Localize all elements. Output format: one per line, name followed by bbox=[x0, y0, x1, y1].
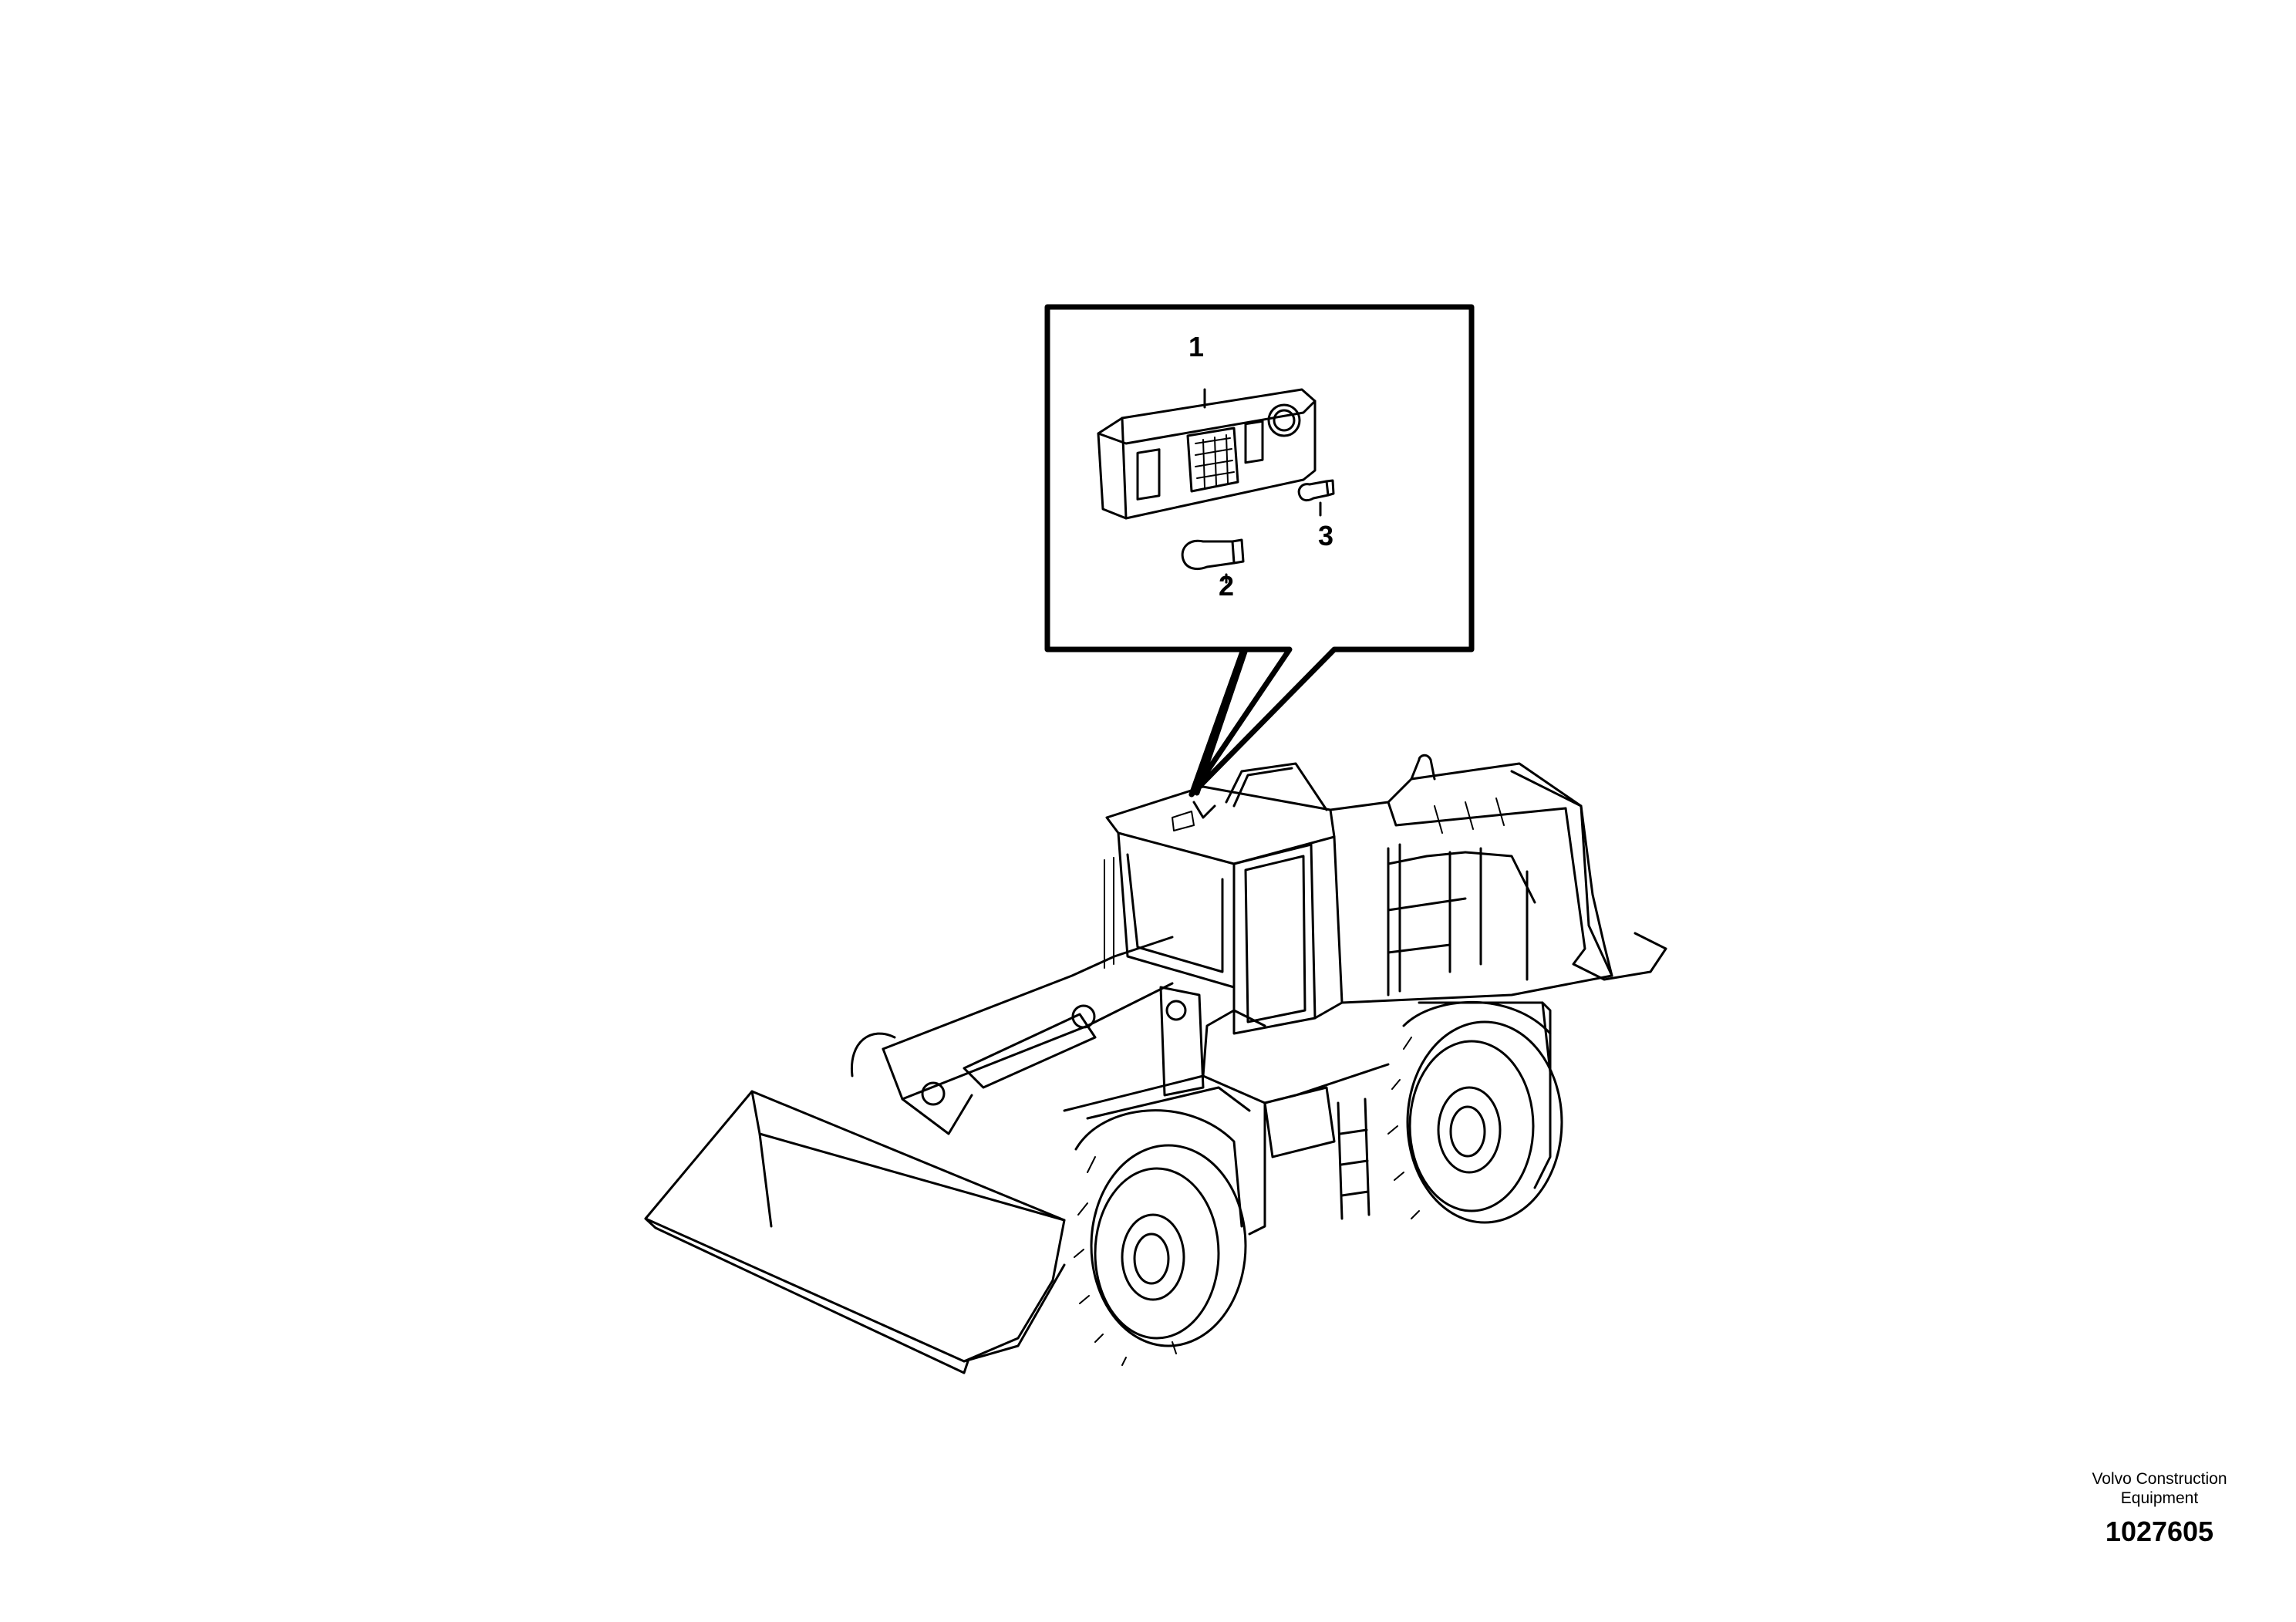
company-name-line2: Equipment bbox=[2120, 1489, 2199, 1507]
bulb-large-drawing bbox=[1181, 538, 1245, 584]
wheel-loader-drawing bbox=[644, 754, 1667, 1374]
company-name-line1: Volvo Construction bbox=[2092, 1470, 2227, 1488]
bulb-small-drawing bbox=[1297, 479, 1335, 517]
figure-number: 1027605 bbox=[2105, 1516, 2214, 1547]
brand-block: Volvo Construction Equipment 1027605 bbox=[2021, 1469, 2296, 1548]
detail-callout-box bbox=[1044, 304, 1475, 819]
callout-2: 2 bbox=[1219, 570, 1234, 602]
callout-1: 1 bbox=[1188, 331, 1204, 363]
callout-3: 3 bbox=[1318, 520, 1333, 551]
switch-panel-drawing bbox=[1097, 388, 1317, 520]
